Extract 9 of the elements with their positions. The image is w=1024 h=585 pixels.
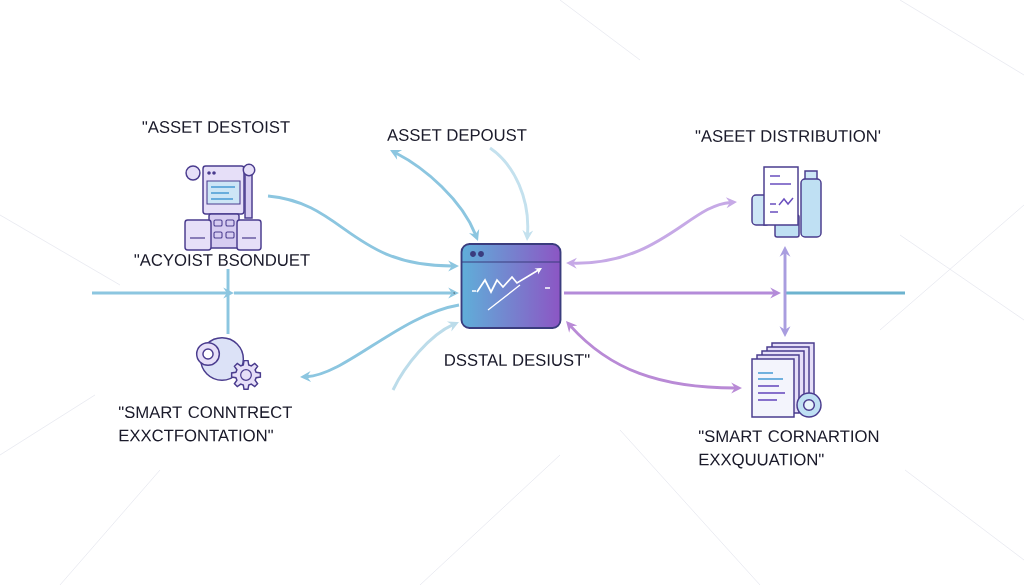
node-title: "ASSET DESTOIST — [142, 121, 290, 133]
node-caption: DSSTAL DESIUST" — [445, 354, 590, 366]
connector-line — [226, 269, 230, 334]
node-caption: "SMART CORNARTION EXXQUUATION" — [699, 430, 879, 469]
node-caption: "ACYOIST BSONDUET — [134, 254, 310, 266]
node-title: "ASEET DISTRIBUTION' — [695, 130, 881, 142]
node-caption: "SMART CONNTRECT EXXCTFONTATION" — [119, 406, 292, 442]
arrow — [391, 321, 459, 391]
label-text: ASSET DEPOUST — [387, 129, 527, 141]
